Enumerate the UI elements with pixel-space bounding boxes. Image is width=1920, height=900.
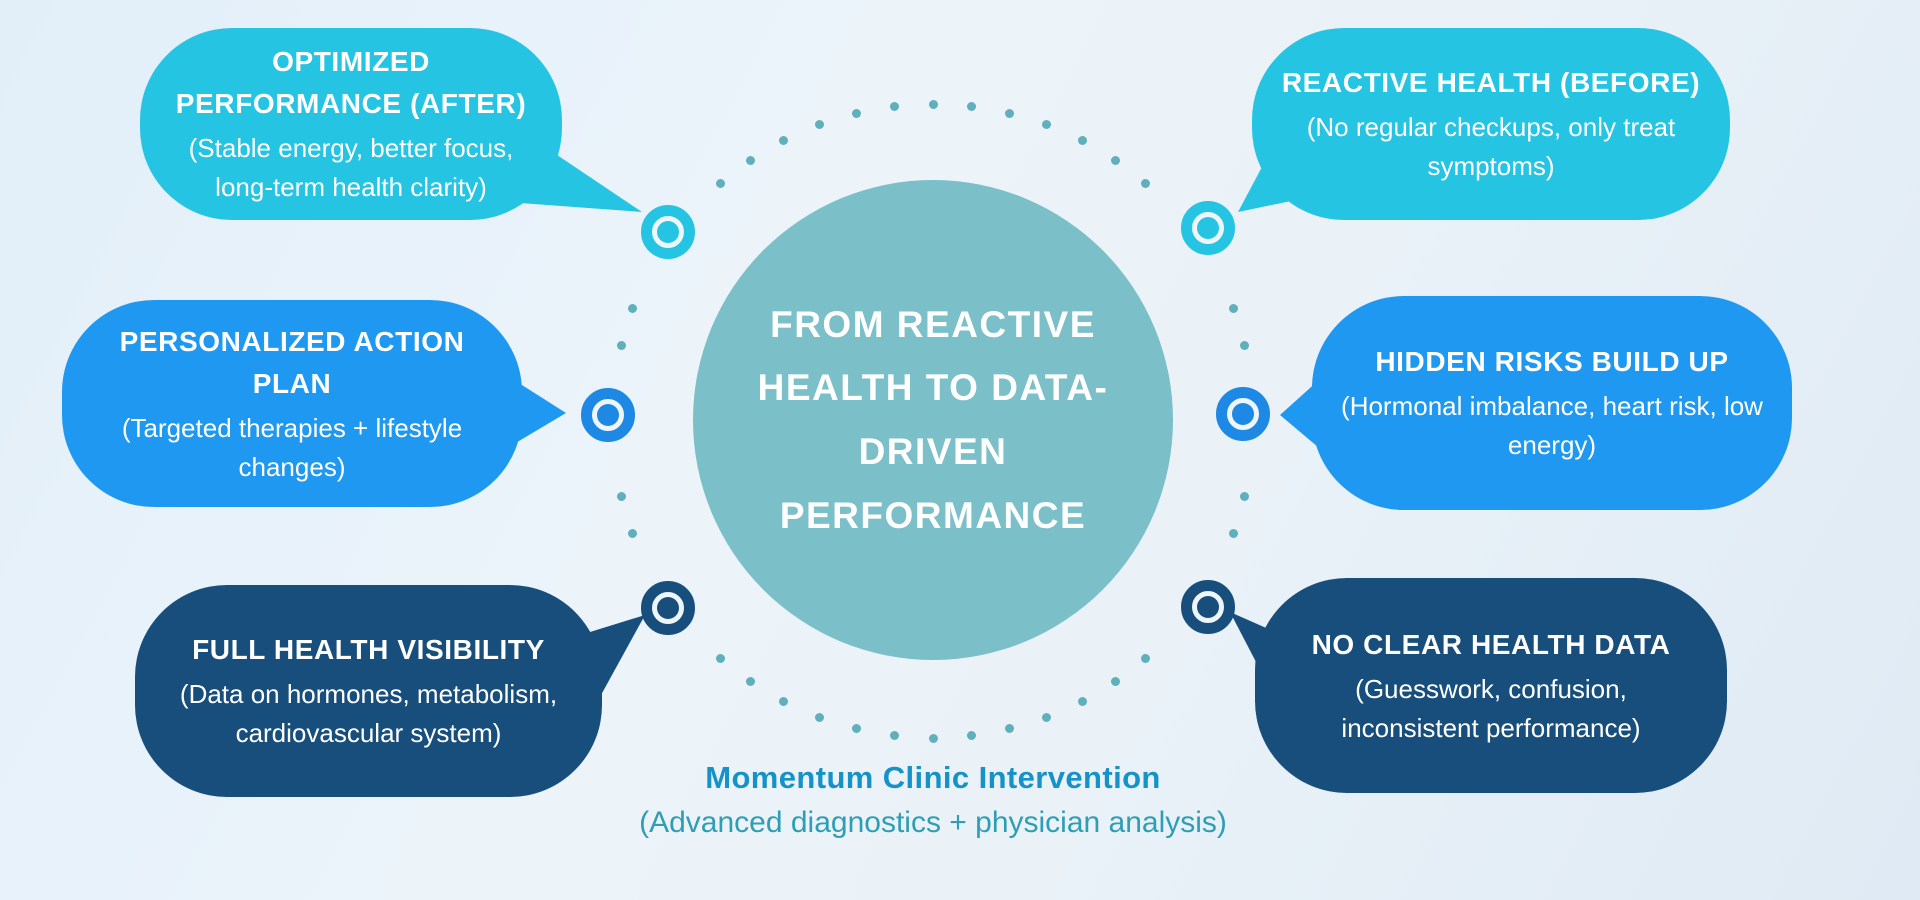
- ring-dot: [928, 99, 938, 109]
- central-title: FROM REACTIVE HEALTH TO DATA- DRIVEN PER…: [758, 293, 1109, 548]
- ring-dot: [628, 528, 638, 538]
- ring-dot: [1077, 135, 1087, 145]
- ring-dot: [616, 492, 626, 502]
- ring-dot: [814, 712, 824, 722]
- bubble-subtitle: (No regular checkups, only treat symptom…: [1306, 112, 1676, 181]
- bubble-title: OPTIMIZED PERFORMANCE (AFTER): [175, 46, 527, 119]
- ring-dot: [928, 733, 938, 743]
- ring-dot: [814, 120, 824, 130]
- ring-dot: [967, 101, 977, 111]
- ring-dot: [1240, 340, 1250, 350]
- target-ring-icon-middle-right: [1216, 387, 1270, 441]
- target-ring-icon-middle-left: [581, 388, 635, 442]
- target-ring-icon-bottom-right: [1181, 580, 1235, 634]
- ring-dot: [1042, 120, 1052, 130]
- ring-dot: [967, 731, 977, 741]
- bubble-subtitle: (Stable energy, better focus, long-term …: [188, 133, 514, 202]
- target-ring-icon-top-left: [641, 205, 695, 259]
- ring-dot: [1110, 155, 1120, 165]
- ring-dot: [628, 304, 638, 314]
- ring-dot: [715, 653, 725, 663]
- ring-dot: [1240, 492, 1250, 502]
- bubble-title: NO CLEAR HEALTH DATA: [1311, 628, 1671, 660]
- ring-dot: [715, 179, 725, 189]
- caption: Momentum Clinic Intervention (Advanced d…: [433, 760, 1433, 840]
- bubble-no-clear-health-data: NO CLEAR HEALTH DATA (Guesswork, confusi…: [1255, 578, 1727, 793]
- bubble-optimized-performance: OPTIMIZED PERFORMANCE (AFTER) (Stable en…: [140, 28, 562, 220]
- ring-dot: [1228, 528, 1238, 538]
- ring-dot: [1042, 712, 1052, 722]
- ring-dot: [1077, 697, 1087, 707]
- bubble-reactive-health: REACTIVE HEALTH (BEFORE) (No regular che…: [1252, 28, 1730, 220]
- ring-dot: [779, 135, 789, 145]
- ring-dot: [746, 677, 756, 687]
- bubble-hidden-risks: HIDDEN RISKS BUILD UP (Hormonal imbalanc…: [1312, 296, 1792, 510]
- bubble-subtitle: (Guesswork, confusion, inconsistent perf…: [1341, 673, 1641, 743]
- central-title-line: HEALTH TO DATA-: [757, 367, 1109, 409]
- bubble-full-health-visibility: FULL HEALTH VISIBILITY (Data on hormones…: [135, 585, 602, 797]
- ring-dot: [851, 724, 861, 734]
- ring-dot: [1005, 108, 1015, 118]
- central-circle: FROM REACTIVE HEALTH TO DATA- DRIVEN PER…: [693, 180, 1173, 660]
- ring-dot: [746, 155, 756, 165]
- ring-dot: [1141, 179, 1151, 189]
- ring-dot: [1228, 304, 1238, 314]
- bubble-title: FULL HEALTH VISIBILITY: [192, 634, 545, 665]
- ring-dot: [779, 697, 789, 707]
- caption-subtitle: (Advanced diagnostics + physician analys…: [639, 806, 1227, 839]
- bubble-subtitle: (Hormonal imbalance, heart risk, low ene…: [1341, 391, 1763, 460]
- ring-dot: [616, 340, 626, 350]
- ring-dot: [1141, 653, 1151, 663]
- ring-dot: [889, 101, 899, 111]
- central-title-line: DRIVEN: [858, 431, 1008, 472]
- bubble-title: REACTIVE HEALTH (BEFORE): [1281, 67, 1701, 98]
- caption-title: Momentum Clinic Intervention: [705, 760, 1161, 795]
- central-title-line: FROM REACTIVE: [770, 303, 1096, 345]
- target-ring-icon-bottom-left: [641, 581, 695, 635]
- ring-dot: [851, 108, 861, 118]
- bubble-title: HIDDEN RISKS BUILD UP: [1375, 346, 1729, 377]
- bubble-subtitle: (Targeted therapies + lifestyle changes): [121, 412, 463, 482]
- bubble-title: PERSONALIZED ACTION PLAN: [119, 325, 465, 399]
- bubble-personalized-action-plan: PERSONALIZED ACTION PLAN (Targeted thera…: [62, 300, 522, 507]
- ring-dot: [889, 731, 899, 741]
- target-ring-icon-top-right: [1181, 201, 1235, 255]
- ring-dot: [1110, 677, 1120, 687]
- bubble-subtitle: (Data on hormones, metabolism, cardiovas…: [179, 679, 558, 748]
- ring-dot: [1005, 724, 1015, 734]
- central-title-line: PERFORMANCE: [779, 494, 1087, 536]
